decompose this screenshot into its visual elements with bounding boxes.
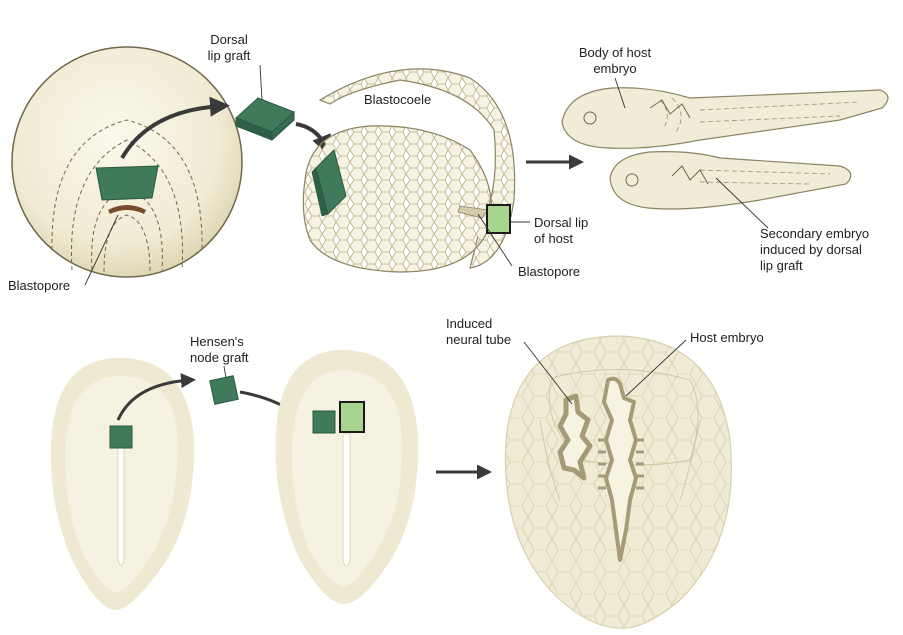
label-dorsal-lip-graft: Dorsal lip graft <box>198 32 260 64</box>
gastrula-sphere <box>12 47 242 277</box>
chick-embryo-1 <box>51 358 194 610</box>
label-body-of-host-embryo: Body of host embryo <box>560 45 670 77</box>
label-secondary-embryo: Secondary embryo induced by dorsal lip g… <box>760 226 869 274</box>
hensens-node-transit <box>210 376 238 404</box>
label-blastopore-right: Blastopore <box>518 264 580 280</box>
host-embryo-tadpole <box>562 88 888 149</box>
implanted-node <box>313 411 335 433</box>
label-blastocoele: Blastocoele <box>364 92 431 108</box>
dorsal-lip-host-marker <box>487 205 510 233</box>
label-hensens-node-graft: Hensen's node graft <box>190 334 249 366</box>
dorsal-lip-graft-source <box>96 166 158 200</box>
leader-dorsal-lip-graft <box>260 65 262 100</box>
hensens-node-source <box>110 426 132 448</box>
host-node-marker <box>340 402 364 432</box>
secondary-embryo-tadpole <box>610 152 851 209</box>
label-induced-neural-tube: Induced neural tube <box>446 316 511 348</box>
graft-piece-transit <box>236 98 294 140</box>
label-blastopore-left: Blastopore <box>8 278 70 294</box>
label-host-embryo: Host embryo <box>690 330 764 346</box>
leader-hensens-node <box>224 366 226 378</box>
label-dorsal-lip-of-host: Dorsal lip of host <box>534 215 588 247</box>
chick-embryo-2 <box>276 350 419 604</box>
